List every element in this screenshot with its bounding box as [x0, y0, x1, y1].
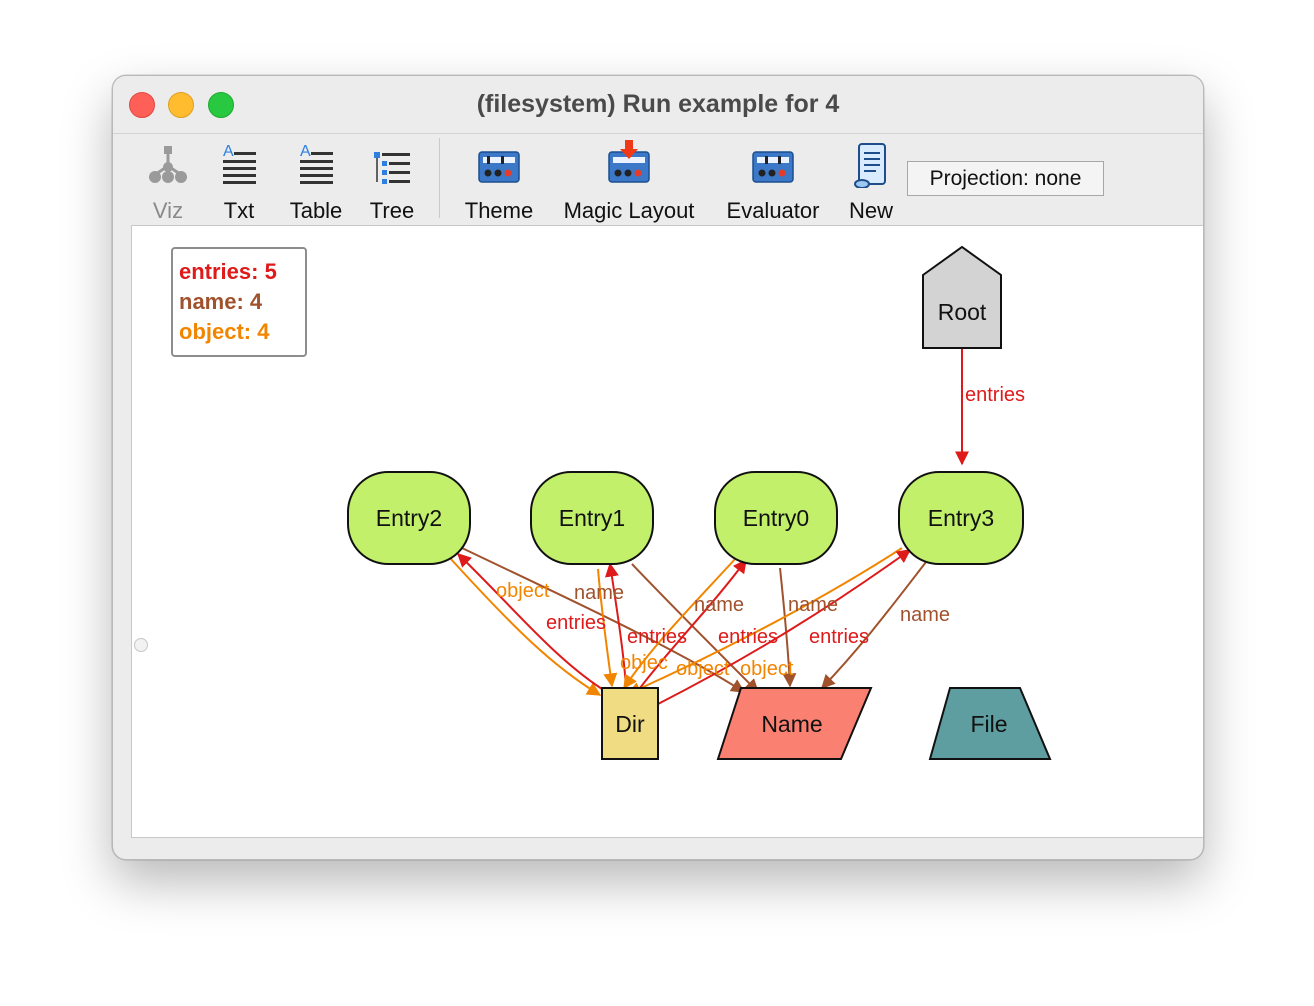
evaluator-button[interactable]: Evaluator [717, 138, 829, 223]
theme-sliders-icon [478, 151, 520, 183]
text-lines-icon: A [223, 143, 256, 184]
table-button[interactable]: A Table [279, 138, 353, 223]
node-file[interactable]: File [928, 687, 1052, 760]
node-dir[interactable]: Dir [601, 687, 659, 760]
edge-entry1-object-dir [597, 568, 618, 688]
legend-name: name: 4 [179, 289, 263, 314]
svg-text:Entry1: Entry1 [559, 505, 625, 531]
svg-text:Entry3: Entry3 [928, 505, 994, 531]
edge-label-entry1-name: name [574, 582, 624, 604]
edge-label-entry1-object: objec [620, 652, 668, 674]
table-lines-icon: A [300, 143, 333, 184]
svg-text:A: A [223, 143, 234, 160]
svg-text:A: A [300, 143, 311, 160]
viz-button[interactable]: Viz [135, 138, 201, 223]
edge-dir-entries-entry3 [657, 549, 912, 705]
edge-label-entry0-entries: entries [718, 626, 778, 648]
magic-layout-icon [608, 140, 650, 183]
app-window: (filesystem) Run example for 4 Viz A [112, 75, 1204, 860]
minimize-window-button[interactable] [168, 92, 194, 118]
edge-label-root-entries: entries [965, 384, 1025, 406]
title-bar: (filesystem) Run example for 4 [113, 76, 1203, 134]
node-entry3[interactable]: Entry3 [898, 471, 1024, 565]
edge-label-entry0-name-b: name [788, 594, 838, 616]
svg-text:Name: Name [761, 711, 822, 737]
edge-dir-entries-entry0 [639, 558, 747, 689]
edge-label-entry2-entries: entries [546, 612, 606, 634]
new-button[interactable]: New [841, 138, 901, 223]
edge-label-entry0-name-a: name [694, 594, 744, 616]
window-title: (filesystem) Run example for 4 [476, 90, 840, 118]
svg-text:File: File [970, 711, 1007, 737]
toolbar-separator [439, 138, 440, 218]
edge-label-entry3-name: name [900, 604, 950, 626]
edge-entry1-name-name [631, 563, 759, 693]
edge-label-entry2-object: object [496, 580, 550, 602]
toolbar: Viz A Txt A Table [113, 134, 1203, 224]
evaluator-icon [752, 151, 794, 183]
tree-button[interactable]: Tree [359, 138, 425, 223]
instance-graph: entries object name entries entries obje… [347, 245, 1052, 760]
graph-canvas[interactable]: entries object name entries entries obje… [131, 225, 1203, 838]
edge-label-entry1-entries: entries [627, 626, 687, 648]
edge-entry3-name-name [821, 561, 927, 690]
magic-layout-button[interactable]: Magic Layout [553, 138, 705, 223]
tree-graph-icon [149, 146, 187, 183]
node-name[interactable]: Name [716, 687, 873, 760]
node-entry1[interactable]: Entry1 [530, 471, 654, 565]
edge-label-entry3-object: object [740, 658, 794, 680]
node-root[interactable]: Root [922, 245, 1002, 349]
theme-button[interactable]: Theme [457, 138, 541, 223]
node-entry2[interactable]: Entry2 [347, 471, 471, 565]
edge-label-entry3-entries: entries [809, 626, 869, 648]
edge-entry3-object-dir [626, 547, 903, 696]
edge-entry2-object-dir [449, 557, 602, 696]
svg-text:Entry2: Entry2 [376, 505, 442, 531]
projection-dropdown[interactable]: Projection: none [907, 161, 1104, 196]
node-entry0[interactable]: Entry0 [714, 471, 838, 565]
close-window-button[interactable] [129, 92, 155, 118]
tree-list-icon [374, 152, 410, 184]
legend-entries: entries: 5 [179, 259, 277, 284]
svg-text:Dir: Dir [615, 711, 645, 737]
edge-entry0-name-name [779, 567, 797, 688]
edge-entry0-object-dir [623, 557, 737, 690]
edge-label-entry0-object: object [676, 658, 730, 680]
splitter-handle[interactable] [134, 638, 148, 652]
scroll-document-icon [854, 143, 886, 188]
svg-text:Root: Root [938, 299, 987, 325]
txt-button[interactable]: A Txt [207, 138, 271, 223]
zoom-window-button[interactable] [208, 92, 234, 118]
relation-legend: entries: 5 name: 4 object: 4 [171, 247, 307, 357]
svg-text:Entry0: Entry0 [743, 505, 809, 531]
edge-dir-entries-entry2 [456, 553, 603, 690]
legend-object: object: 4 [179, 319, 270, 344]
